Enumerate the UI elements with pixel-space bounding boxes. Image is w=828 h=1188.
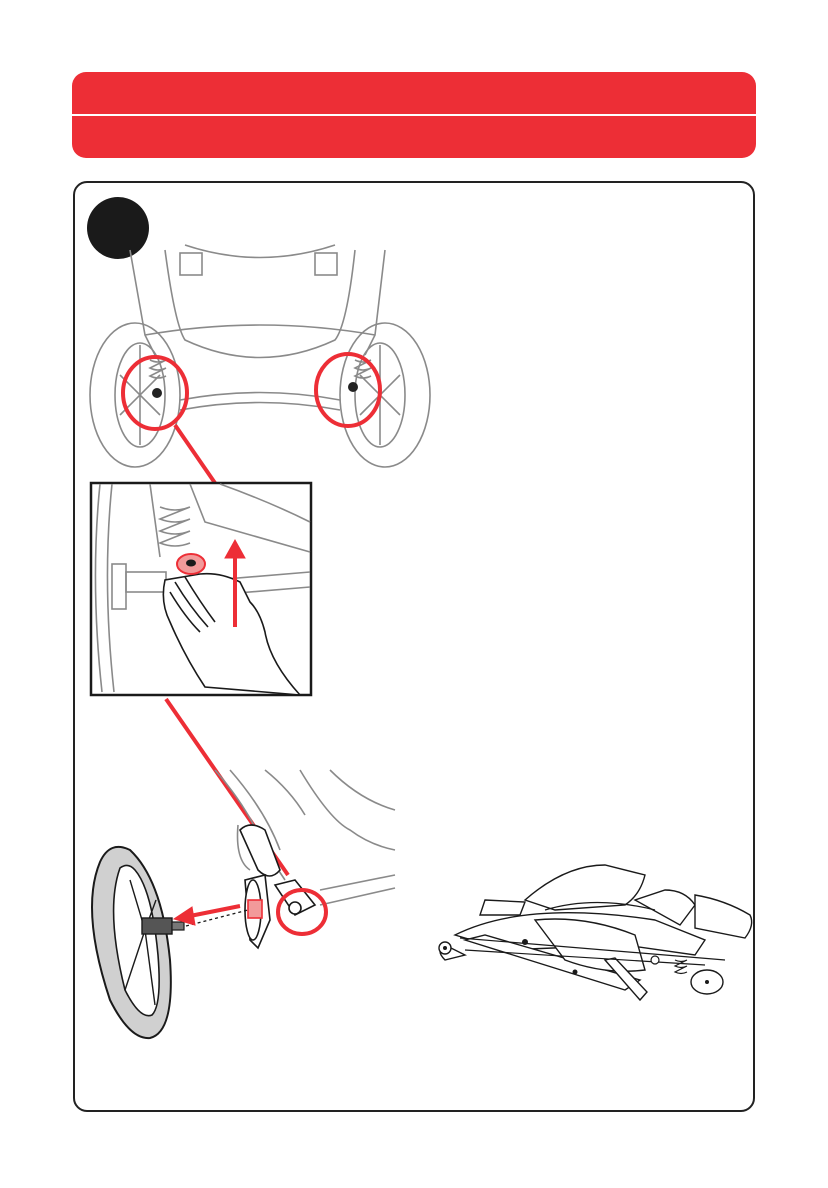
header-divider (72, 114, 756, 116)
red-circle-callout-right (316, 354, 380, 426)
header-banner (72, 72, 756, 158)
folded-stroller-illustration (425, 860, 755, 1005)
hand-press-button-inset (90, 482, 312, 697)
stroller-rear-wheels-illustration (85, 245, 435, 470)
wheel-removal-illustration (90, 770, 400, 1045)
